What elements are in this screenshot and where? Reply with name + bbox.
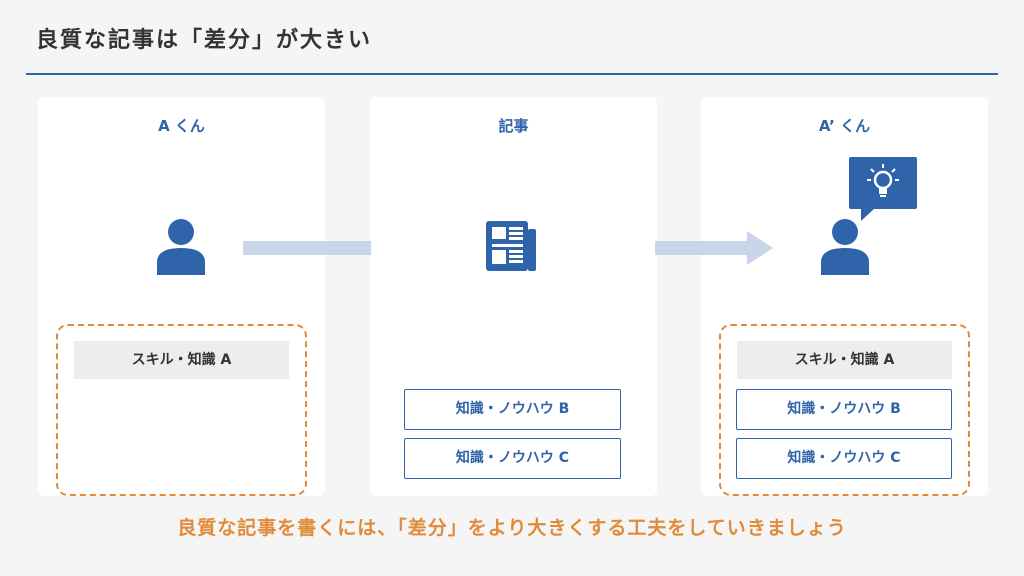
person-icon: [821, 219, 869, 275]
knowhow-box-c-prime: 知識・ノウハウ C: [736, 438, 952, 479]
panel-title-article: 記事: [498, 117, 529, 135]
arrow-article-to-a-prime: [655, 231, 773, 265]
panel-a-prime-kun: A’ くん スキル・知識 A 知識・ノウハウ B 知識・ノウハウ C: [701, 97, 988, 496]
panel-article: 記事 知識・ノウハウ B 知識・ノウハウ C: [370, 97, 657, 496]
page-title: 良質な記事は「差分」が大きい: [36, 28, 373, 53]
lightbulb-speech-bubble-icon: [849, 157, 917, 221]
panel-title-a-prime-kun: A’ くん: [818, 117, 871, 135]
panel-title-a-kun: A くん: [158, 117, 205, 135]
newspaper-icon: [486, 221, 536, 271]
skills-box-a-prime: [719, 324, 970, 496]
panel-a-kun: A くん スキル・知識 A: [38, 97, 325, 496]
skills-box-a: [56, 324, 307, 496]
knowhow-box-b-prime: 知識・ノウハウ B: [736, 389, 952, 430]
skill-chip-a-prime: スキル・知識 A: [737, 341, 952, 379]
conclusion-text: 良質な記事を書くには、「差分」をより大きくする工夫をしていきましょう: [177, 517, 847, 539]
person-icon: [157, 219, 205, 275]
arrow-a-to-article: [243, 241, 371, 255]
skill-chip-a: スキル・知識 A: [74, 341, 289, 379]
title-divider: [26, 73, 998, 75]
knowhow-box-c: 知識・ノウハウ C: [404, 438, 621, 479]
knowhow-box-b: 知識・ノウハウ B: [404, 389, 621, 430]
